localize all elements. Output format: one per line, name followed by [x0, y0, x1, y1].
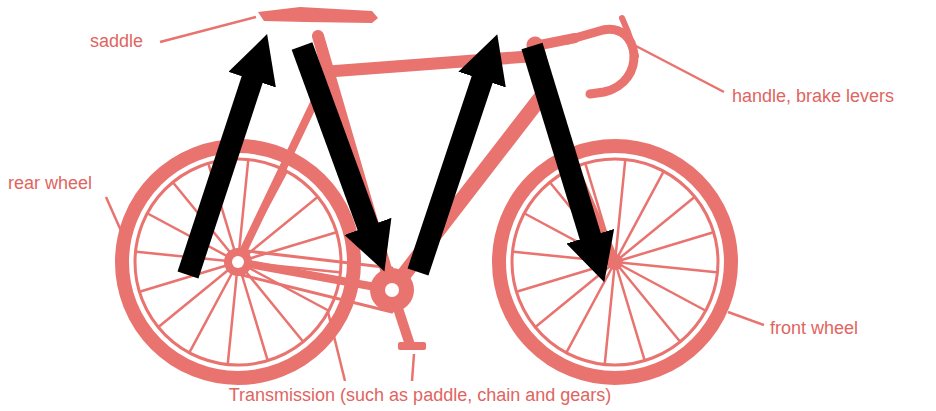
spoke — [615, 262, 680, 341]
front-wheel — [499, 146, 731, 378]
force-arrow — [302, 46, 370, 232]
spoke — [615, 197, 694, 262]
leader-line — [328, 312, 345, 381]
leader-line — [412, 354, 414, 381]
pedal — [398, 342, 426, 350]
handlebar — [568, 29, 634, 94]
rear-wheel — [122, 146, 354, 378]
part-label: front wheel — [770, 318, 858, 339]
part-label: saddle — [90, 31, 143, 52]
part-label: Transmission (such as paddle, chain and … — [229, 385, 612, 406]
cassette — [224, 248, 252, 276]
top-tube — [322, 56, 535, 72]
spoke — [615, 262, 644, 360]
front-rim — [512, 159, 718, 365]
part-label: rear wheel — [8, 173, 92, 194]
leader-line — [634, 45, 724, 92]
chainring — [370, 268, 414, 312]
rear-rim — [135, 159, 341, 365]
force-arrow — [418, 74, 484, 272]
saddle — [258, 7, 378, 23]
brake-lever — [622, 18, 636, 56]
spoke — [615, 233, 713, 262]
spoke — [517, 262, 615, 291]
leader-line — [160, 17, 256, 42]
spoke — [536, 262, 615, 327]
front-hub — [607, 254, 623, 270]
part-label: handle, brake levers — [732, 86, 894, 107]
chain — [238, 274, 392, 312]
force-arrow — [188, 74, 254, 275]
chain — [238, 250, 392, 268]
leader-line — [106, 197, 122, 233]
force-arrow — [532, 46, 592, 242]
leader-line — [728, 312, 764, 325]
rear-hub — [232, 256, 244, 268]
bottom-bracket — [385, 283, 399, 297]
